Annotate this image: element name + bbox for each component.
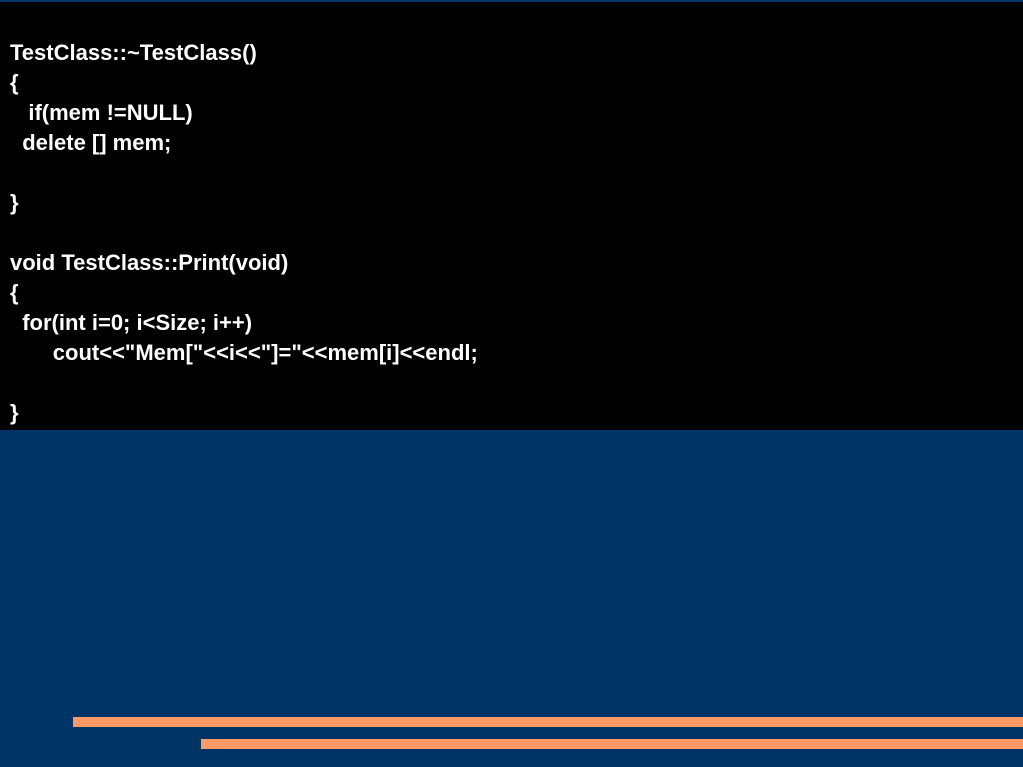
code-line-8: void TestClass::Print(void)	[10, 250, 289, 275]
code-line-9: {	[10, 280, 19, 305]
code-line-3: if(mem !=NULL)	[10, 100, 193, 125]
code-line-1: TestClass::~TestClass()	[10, 40, 257, 65]
code-line-2: {	[10, 70, 19, 95]
code-line-11: cout<<"Mem["<<i<<"]="<<mem[i]<<endl;	[10, 340, 478, 365]
code-panel: TestClass::~TestClass() { if(mem !=NULL)…	[0, 2, 1023, 430]
code-line-4: delete [] mem;	[10, 130, 172, 155]
accent-bar-upper	[73, 717, 1023, 727]
code-line-10: for(int i=0; i<Size; i++)	[10, 310, 253, 335]
code-line-6: }	[10, 190, 19, 215]
accent-bar-lower	[201, 739, 1023, 749]
code-line-13: }	[10, 400, 19, 425]
